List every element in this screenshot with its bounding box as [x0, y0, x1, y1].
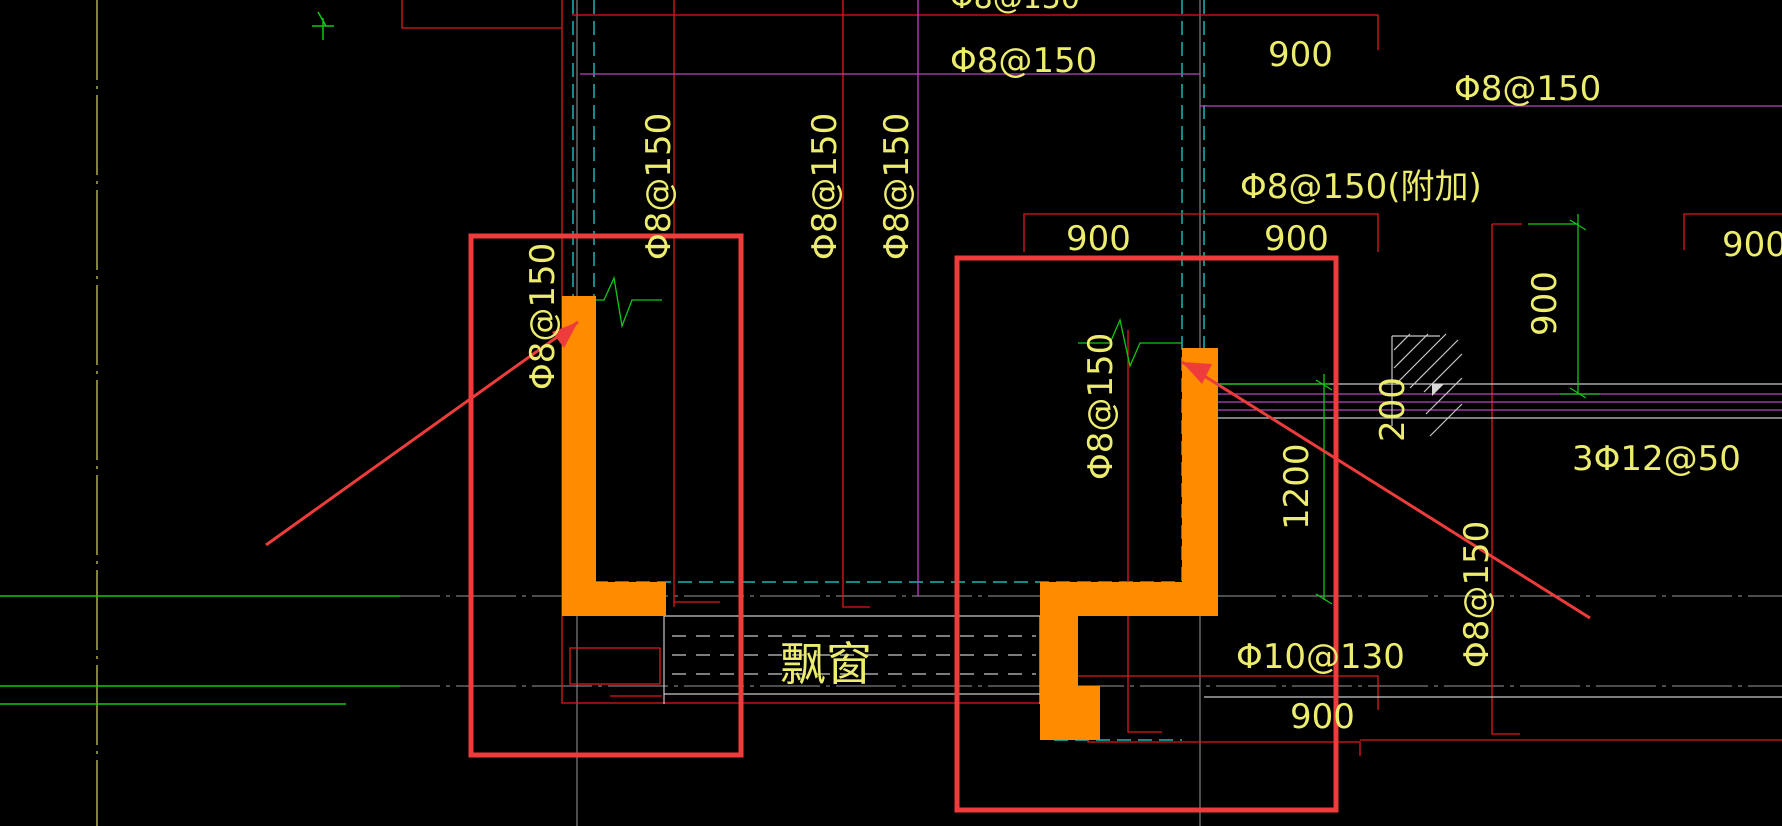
right-arrow-line — [1181, 360, 1591, 620]
magenta-lines — [580, 0, 1782, 596]
label-left-vertical-1: Φ8@150 — [523, 243, 563, 390]
label-top-900: 900 — [1268, 35, 1333, 75]
right-arrow-head — [1182, 362, 1212, 384]
orange-rebar-right[interactable] — [1040, 348, 1218, 740]
red-top-left — [401, 0, 562, 29]
red-top-bar — [572, 14, 1379, 50]
hatch-corner — [1432, 384, 1444, 396]
label-3phi12: 3Φ12@50 — [1572, 439, 1741, 479]
label-dim-900-a: 900 — [1066, 219, 1131, 259]
orange-rebar-right-foot — [1078, 686, 1100, 740]
label-additional: Φ8@150(附加) — [1240, 167, 1482, 207]
green-dimensions — [594, 214, 1600, 605]
orange-highlights — [562, 296, 1218, 740]
red-inner-vertical — [1127, 330, 1162, 733]
label-dim-900-right: 900 — [1722, 225, 1782, 265]
label-left-vertical-2: Φ8@150 — [639, 113, 679, 260]
label-phi10: Φ10@130 — [1236, 637, 1405, 677]
label-top-right: Φ8@150 — [1454, 69, 1601, 109]
green-marker — [312, 11, 334, 40]
red-dim-900-right — [1683, 213, 1782, 250]
break-symbol-right — [1078, 317, 1182, 369]
hatch-lines — [1393, 333, 1463, 437]
label-right-vertical: Φ8@150 — [1457, 521, 1497, 668]
label-bay-window: 飘窗 — [780, 637, 872, 691]
red-small-rect — [569, 647, 661, 685]
label-inner-vertical: Φ8@150 — [1081, 333, 1121, 480]
label-mid-vertical-2: Φ8@150 — [877, 113, 917, 260]
left-arrow-line — [265, 320, 579, 547]
red-vertical-3 — [842, 0, 870, 608]
left-arrow-head — [552, 322, 578, 348]
break-symbol-left — [594, 275, 662, 329]
annotations — [265, 233, 1591, 813]
label-top-clipped: Φ8@150 — [950, 0, 1080, 16]
hatch-frame — [1391, 335, 1440, 426]
label-dim-200: 200 — [1373, 377, 1413, 442]
label-dim-900-vertical: 900 — [1525, 271, 1565, 336]
label-dim-1200: 1200 — [1277, 443, 1317, 530]
label-top-center: Φ8@150 — [950, 41, 1097, 81]
red-dim-900 — [1023, 213, 1379, 252]
label-mid-vertical-1: Φ8@150 — [805, 113, 845, 260]
label-dim-900-b: 900 — [1264, 219, 1329, 259]
left-highlight-box[interactable] — [468, 233, 744, 758]
right-highlight-box[interactable] — [954, 255, 1339, 813]
orange-rebar-left[interactable] — [562, 296, 666, 616]
label-dim-900-bottom: 900 — [1290, 697, 1355, 737]
dim-900-vertical-lines — [1528, 214, 1600, 399]
red-phi10 — [1056, 675, 1379, 710]
dim-1200-lines — [1212, 374, 1333, 605]
text-labels: Φ8@150 Φ8@150 900 Φ8@150 Φ8@150(附加) 900 … — [523, 0, 1782, 737]
